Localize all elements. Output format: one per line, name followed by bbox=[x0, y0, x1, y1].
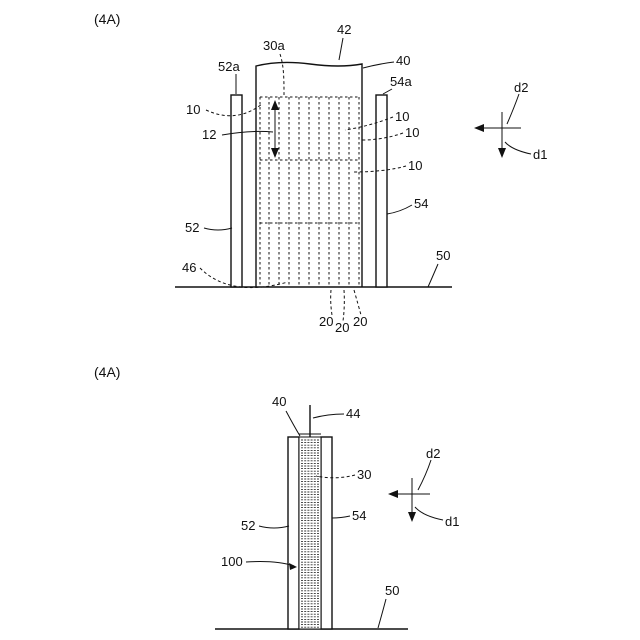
label-10-r2: 10 bbox=[405, 125, 419, 140]
figure-label-bottom: (4A) bbox=[94, 364, 120, 380]
label-40: 40 bbox=[396, 53, 410, 68]
arrow-d2-icon bbox=[388, 490, 398, 498]
label-52a: 52a bbox=[218, 59, 240, 74]
wall-54 bbox=[376, 95, 387, 287]
diagram-bottom: (4A) 40 44 30 52 54 100 50 bbox=[94, 364, 459, 629]
label-10-left: 10 bbox=[186, 102, 200, 117]
label-20-c: 20 bbox=[353, 314, 367, 329]
arrow-d1-icon bbox=[498, 148, 506, 158]
label-10-r3: 10 bbox=[408, 158, 422, 173]
label-30a: 30a bbox=[263, 38, 285, 53]
label-40-b: 40 bbox=[272, 394, 286, 409]
label-d1-top: d1 bbox=[533, 147, 547, 162]
label-12: 12 bbox=[202, 127, 216, 142]
label-52: 52 bbox=[185, 220, 199, 235]
label-d2-top: d2 bbox=[514, 80, 528, 95]
label-54a: 54a bbox=[390, 74, 412, 89]
arrow-d1-icon bbox=[408, 512, 416, 522]
label-54: 54 bbox=[414, 196, 428, 211]
wall-52-b bbox=[288, 437, 299, 629]
label-20-a: 20 bbox=[319, 314, 333, 329]
label-46: 46 bbox=[182, 260, 196, 275]
label-54-b: 54 bbox=[352, 508, 366, 523]
arrow-d2-icon bbox=[474, 124, 484, 132]
direction-indicator-bottom bbox=[388, 460, 443, 522]
label-10-r1: 10 bbox=[395, 109, 409, 124]
label-d2-bottom: d2 bbox=[426, 446, 440, 461]
label-52-b: 52 bbox=[241, 518, 255, 533]
label-50-b: 50 bbox=[385, 583, 399, 598]
wall-52 bbox=[231, 95, 242, 287]
label-44: 44 bbox=[346, 406, 360, 421]
label-20-b: 20 bbox=[335, 320, 349, 335]
label-42: 42 bbox=[337, 22, 351, 37]
figure-label-top: (4A) bbox=[94, 11, 120, 27]
direction-indicator-top bbox=[474, 94, 531, 158]
strands-20 bbox=[269, 97, 349, 287]
label-100: 100 bbox=[221, 554, 243, 569]
label-d1-bottom: d1 bbox=[445, 514, 459, 529]
label-50: 50 bbox=[436, 248, 450, 263]
wall-54-b bbox=[321, 437, 332, 629]
diagram-top: (4A) bbox=[94, 11, 547, 335]
label-30: 30 bbox=[357, 467, 371, 482]
double-arrow-12 bbox=[271, 100, 279, 158]
